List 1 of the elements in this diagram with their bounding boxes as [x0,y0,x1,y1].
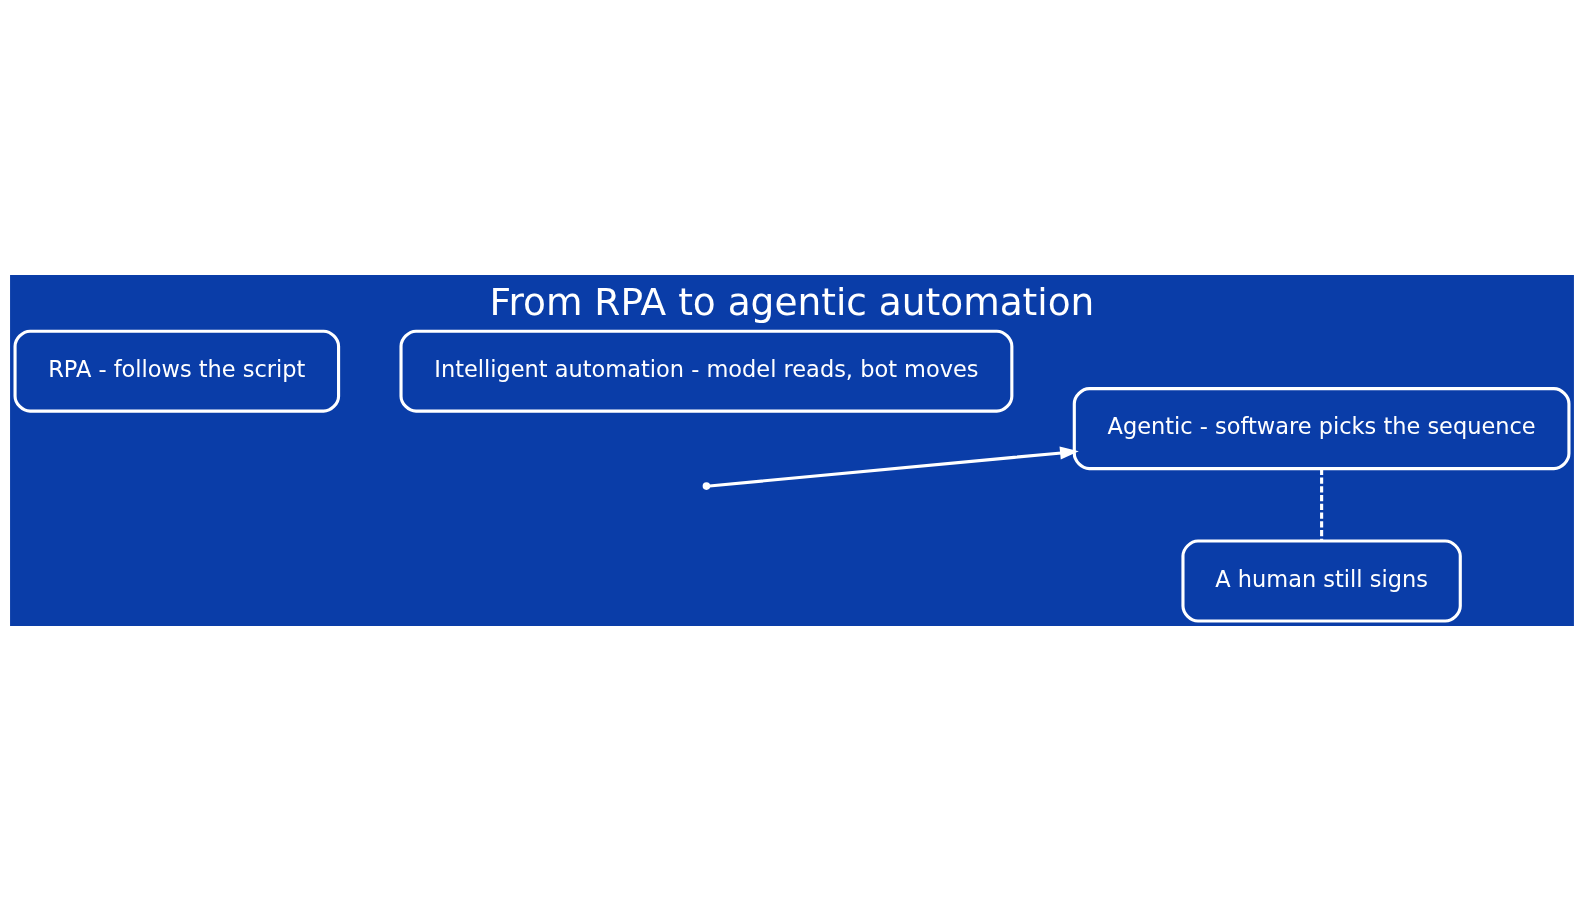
diagram-title: From RPA to agentic automation [489,279,1095,324]
